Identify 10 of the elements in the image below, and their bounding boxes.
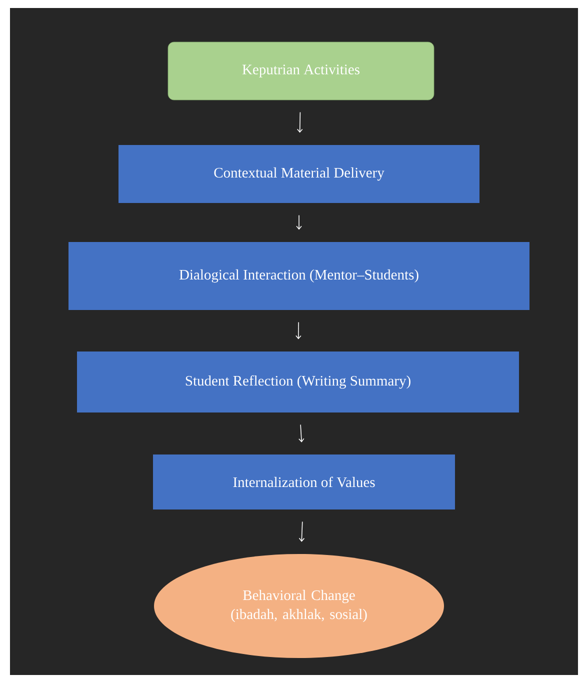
process-box: Dialogical Interaction (Mentor–Students): [68, 242, 530, 310]
rounded-box: Keputrian Activities: [168, 42, 434, 100]
process-box: Contextual Material Delivery: [118, 145, 480, 203]
arrow: [296, 214, 302, 230]
arrow: [296, 112, 303, 133]
arrow: [296, 322, 302, 340]
arrow: [298, 424, 304, 442]
arrow: [298, 521, 305, 542]
process-box: Internalization of Values: [153, 454, 455, 510]
process-box: Student Reflection (Writing Summary): [77, 352, 519, 412]
